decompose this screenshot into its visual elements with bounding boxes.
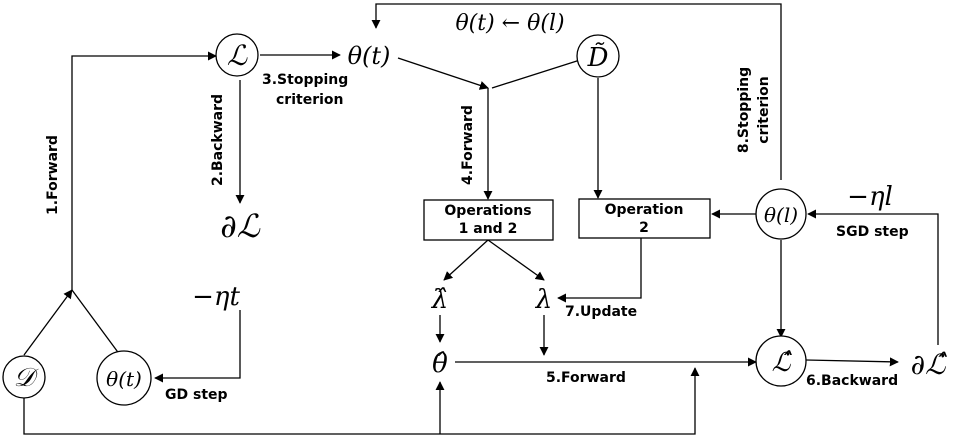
edge-backward-6 (805, 357, 899, 367)
box-operation-2 (578, 198, 711, 239)
node-data-d (2, 355, 46, 399)
edge-d-to-merge (23, 289, 73, 356)
box-operations-1-2-line1: Operations (444, 203, 531, 219)
label-lambda: λ (535, 285, 552, 315)
box-operation-2-line1: Operation (605, 202, 684, 218)
box-operations-1-2 (423, 199, 554, 241)
edge-sgd-step (807, 209, 939, 345)
label-sgd-step: SGD step (836, 224, 909, 240)
label-theta-t-bottom: θ(t) (106, 367, 142, 391)
label-gd-step: GD step (165, 387, 228, 403)
edge-forward-1 (71, 51, 217, 290)
edge-update-7 (557, 238, 642, 303)
label-forward-5: 5.Forward (546, 370, 626, 386)
edge-dtilde-to-merge2 (491, 59, 581, 89)
edge-theta-to-merge (71, 289, 121, 356)
label-backward-6: 6.Backward (806, 373, 898, 389)
label-lambda-hat: λ̂ (431, 285, 448, 315)
label-partial-loss-hat: ∂ℒ̂ (911, 348, 948, 381)
label-update-7: 7.Update (565, 304, 637, 320)
label-backward-2: 2.Backward (210, 94, 226, 186)
node-loss-l (215, 33, 259, 77)
label-stopping-3-line2: criterion (276, 92, 343, 108)
node-theta-t-bottom (96, 350, 152, 406)
edge-d-bottom (23, 367, 700, 435)
edge-op12-to-lambda (487, 239, 545, 281)
label-theta-hat: θ̂ (432, 349, 448, 379)
label-eta-t: −ηt (192, 282, 240, 312)
edge-theta-to-merge2 (397, 57, 489, 90)
edge-outer-loop (371, 3, 782, 180)
label-stopping-3-line1: 3.Stopping (262, 72, 348, 88)
label-loss-l: ℒ (227, 39, 248, 72)
node-loss-hat (755, 335, 807, 387)
label-forward-1: 1.Forward (45, 135, 61, 215)
label-top-update: θ(t) ← θ(l) (455, 11, 564, 36)
box-operation-2-line2: 2 (639, 220, 649, 236)
edge-op12-to-lambdahat (443, 239, 489, 281)
label-eta-l: −ηl (847, 182, 893, 212)
label-theta-t-top: θ(t) (348, 42, 391, 70)
label-stopping-8-line1: 8.Stopping (736, 67, 752, 153)
label-forward-4: 4.Forward (460, 105, 476, 185)
label-d-tilde: D̃ (587, 42, 609, 73)
box-operations-1-2-line2: 1 and 2 (459, 221, 518, 237)
node-theta-l (755, 188, 807, 240)
label-stopping-8-line2: criterion (756, 76, 772, 143)
edge-gd-step (154, 310, 241, 383)
node-d-tilde (576, 34, 620, 78)
label-loss-hat: ℒ̂ (772, 348, 793, 378)
label-partial-l: ∂ℒ (220, 207, 261, 245)
label-theta-l: θ(l) (764, 203, 798, 227)
